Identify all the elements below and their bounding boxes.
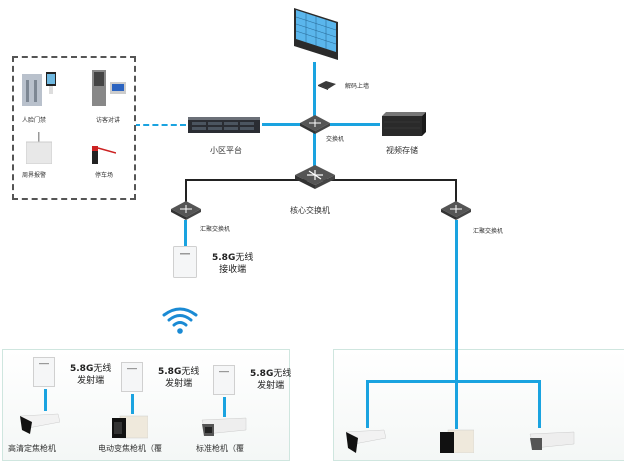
wire-right-agg-drop xyxy=(455,220,458,380)
transmitter-2-label: 5.8G无线 发射端 xyxy=(158,366,199,390)
right-camera-1[interactable] xyxy=(346,428,386,453)
top-switch[interactable] xyxy=(299,114,331,134)
wire-tx2-to-cam2 xyxy=(131,394,134,414)
switch-icon xyxy=(171,201,201,220)
platform-label: 小区平台 xyxy=(210,146,242,155)
right-camera-3[interactable] xyxy=(528,430,576,453)
bullet-camera-icon xyxy=(20,413,60,434)
intercom-icon xyxy=(92,70,126,106)
right-agg-switch[interactable] xyxy=(440,200,472,220)
tx2-wireless-text: 无线 xyxy=(181,367,200,377)
wire-right-drop-in-panel xyxy=(455,349,458,429)
decoder-device[interactable] xyxy=(318,80,336,90)
camera-hd-fixed[interactable] xyxy=(20,412,60,436)
wireless-bridge-icon xyxy=(173,246,197,278)
tx3-band: 5.8G xyxy=(250,369,274,379)
left-agg-switch-label: 汇聚交换机 xyxy=(200,226,231,233)
wireless-receiver[interactable] xyxy=(173,246,197,278)
camera-1-label: 高清定焦枪机 xyxy=(8,444,56,453)
storage-nvr-icon xyxy=(382,112,426,136)
wire-switch-to-core xyxy=(313,132,316,170)
box-camera-housing-icon xyxy=(201,417,247,436)
parking-barrier-icon xyxy=(92,146,116,164)
decoder-label: 解码上墙 xyxy=(345,83,370,90)
tx2-band: 5.8G xyxy=(158,367,182,377)
wifi-icon xyxy=(160,305,200,335)
receiver-band: 5.8G xyxy=(212,253,236,263)
storage-label: 视频存储 xyxy=(386,146,418,155)
subsystem-label-face-access: 人脸门禁 xyxy=(22,117,47,124)
wire-agg-to-receiver xyxy=(184,220,187,246)
tx3-role-text: 发射端 xyxy=(257,381,285,391)
wire-tx1-to-cam1 xyxy=(44,389,47,411)
wire-core-left-drop xyxy=(185,179,187,203)
wireless-bridge-icon xyxy=(121,362,143,392)
tx1-band: 5.8G xyxy=(70,364,94,374)
wire-right-cam3-in-panel xyxy=(538,380,541,428)
receiver-role-text: 接收端 xyxy=(219,265,247,275)
right-camera-panel xyxy=(333,349,624,461)
camera-2-label: 电动变焦枪机（覆 xyxy=(98,444,162,453)
tx1-role-text: 发射端 xyxy=(77,376,105,386)
transmitter-1-label: 5.8G无线 发射端 xyxy=(70,363,111,387)
transmitter-3[interactable] xyxy=(213,365,235,395)
wire-switch-to-storage xyxy=(330,123,380,126)
right-camera-2[interactable] xyxy=(440,428,474,453)
wireless-bridge-icon xyxy=(33,357,55,387)
core-switch[interactable] xyxy=(294,164,336,190)
wireless-bridge-icon xyxy=(213,365,235,395)
transmitter-1[interactable] xyxy=(33,357,55,387)
wire-wall-to-switch xyxy=(313,62,316,122)
tx1-wireless-text: 无线 xyxy=(93,364,112,374)
platform-server[interactable] xyxy=(188,117,260,133)
video-wall[interactable] xyxy=(292,6,340,60)
subsystem-label-perimeter-alarm: 周界报警 xyxy=(22,172,47,179)
camera-motor-zoom[interactable] xyxy=(112,414,148,440)
video-wall-icon xyxy=(294,8,338,60)
transmitter-2[interactable] xyxy=(121,362,143,392)
right-agg-switch-label: 汇聚交换机 xyxy=(473,228,504,235)
bullet-camera-icon xyxy=(112,415,148,439)
left-agg-switch[interactable] xyxy=(170,200,202,220)
receiver-wireless-text: 无线 xyxy=(235,253,254,263)
wire-right-cam1-in-panel xyxy=(366,380,369,428)
box-camera-housing-icon xyxy=(529,431,575,450)
parking-barrier-device[interactable] xyxy=(92,142,116,164)
alarm-box-icon xyxy=(26,132,52,164)
camera-standard[interactable] xyxy=(200,416,248,440)
decoder-icon xyxy=(318,81,336,90)
bullet-camera-icon xyxy=(440,429,474,453)
top-switch-label: 交换机 xyxy=(326,136,345,143)
dashed-connector xyxy=(134,124,186,126)
transmitter-3-label: 5.8G无线 发射端 xyxy=(250,368,291,392)
switch-icon xyxy=(441,201,471,220)
wire-switch-to-platform xyxy=(262,123,302,126)
core-switch-label: 核心交换机 xyxy=(290,206,330,215)
subsystem-label-parking: 停车场 xyxy=(95,172,114,179)
switch-icon xyxy=(300,115,330,134)
bullet-camera-icon xyxy=(346,429,386,453)
video-storage[interactable] xyxy=(382,112,426,136)
intercom-device[interactable] xyxy=(92,70,128,106)
turnstile-icon xyxy=(22,72,56,106)
perimeter-alarm-device[interactable] xyxy=(26,132,52,164)
subsystem-label-visitor-intercom: 访客对讲 xyxy=(96,117,121,124)
face-gate-device[interactable] xyxy=(22,72,56,108)
receiver-label: 5.8G无线 接收端 xyxy=(212,252,253,276)
wire-right-bus-in-panel xyxy=(366,380,540,383)
camera-3-label: 标准枪机（覆 xyxy=(196,444,244,453)
wire-core-right-drop xyxy=(455,179,457,203)
server-rack-icon xyxy=(188,117,260,133)
core-switch-icon xyxy=(295,165,335,189)
tx2-role-text: 发射端 xyxy=(165,379,193,389)
wire-tx3-to-cam3 xyxy=(223,397,226,417)
tx3-wireless-text: 无线 xyxy=(273,369,292,379)
